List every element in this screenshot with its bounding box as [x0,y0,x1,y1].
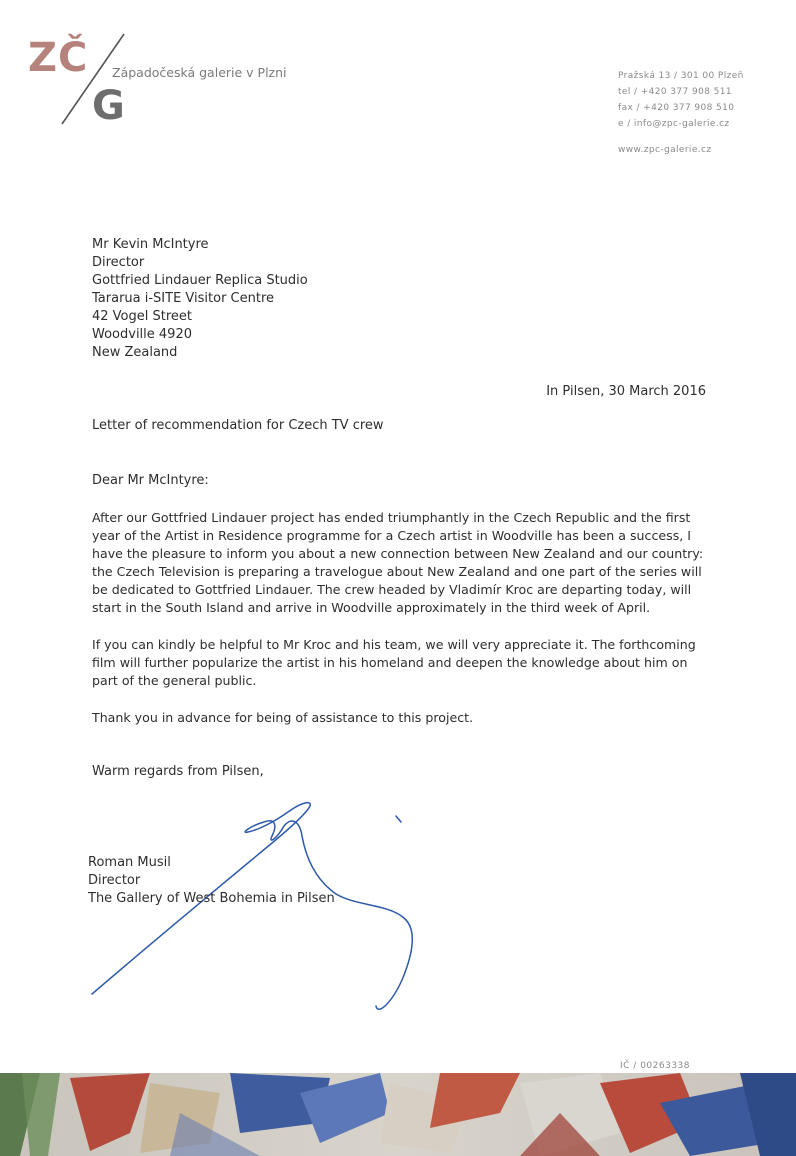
gallery-logo: ZČ G Západočeská galerie v Plzni [28,30,288,130]
contact-fax: fax / +420 377 908 510 [618,103,735,113]
contact-email: e / info@zpc-galerie.cz [618,119,730,129]
body-paragraph-3: Thank you in advance for being of assist… [92,710,474,725]
recipient-city: Woodville 4920 [92,327,192,342]
signer-block: Roman Musil Director The Gallery of West… [88,854,335,908]
recipient-title: Director [92,255,145,270]
signer-title: Director [88,873,141,888]
recipient-country: New Zealand [92,345,178,360]
date-line: In Pilsen, 30 March 2016 [546,384,706,399]
recipient-place: Tararua i-SITE Visitor Centre [92,291,275,306]
subject-line: Letter of recommendation for Czech TV cr… [92,418,384,433]
decorative-painting-strip [0,1073,796,1156]
salutation: Dear Mr McIntyre: [92,473,209,488]
body-paragraph-2: If you can kindly be helpful to Mr Kroc … [92,637,696,688]
signer-name: Roman Musil [88,855,171,870]
logo-mark-bottom: G [92,83,125,129]
contact-web: www.zpc-galerie.cz [618,145,712,155]
recipient-street: 42 Vogel Street [92,309,193,324]
signer-org: The Gallery of West Bohemia in Pilsen [88,891,335,906]
logo-slash-icon [61,33,125,125]
logo-mark-top: ZČ [28,35,89,81]
contact-tel: tel / +420 377 908 511 [618,87,732,97]
registration-number: IČ / 00263338 [620,1061,691,1071]
contact-address: Pražská 13 / 301 00 Plzeň [618,71,744,81]
recipient-address: Mr Kevin McIntyre Director Gottfried Lin… [92,236,308,362]
recipient-org: Gottfried Lindauer Replica Studio [92,273,308,288]
handwritten-signature [91,801,413,1010]
gallery-name: Západočeská galerie v Plzni [112,65,287,80]
closing-line: Warm regards from Pilsen, [92,764,264,779]
recipient-name: Mr Kevin McIntyre [92,237,209,252]
contact-block: Pražská 13 / 301 00 Plzeň tel / +420 377… [618,68,788,158]
body-paragraph-1: After our Gottfried Lindauer project has… [92,510,704,615]
